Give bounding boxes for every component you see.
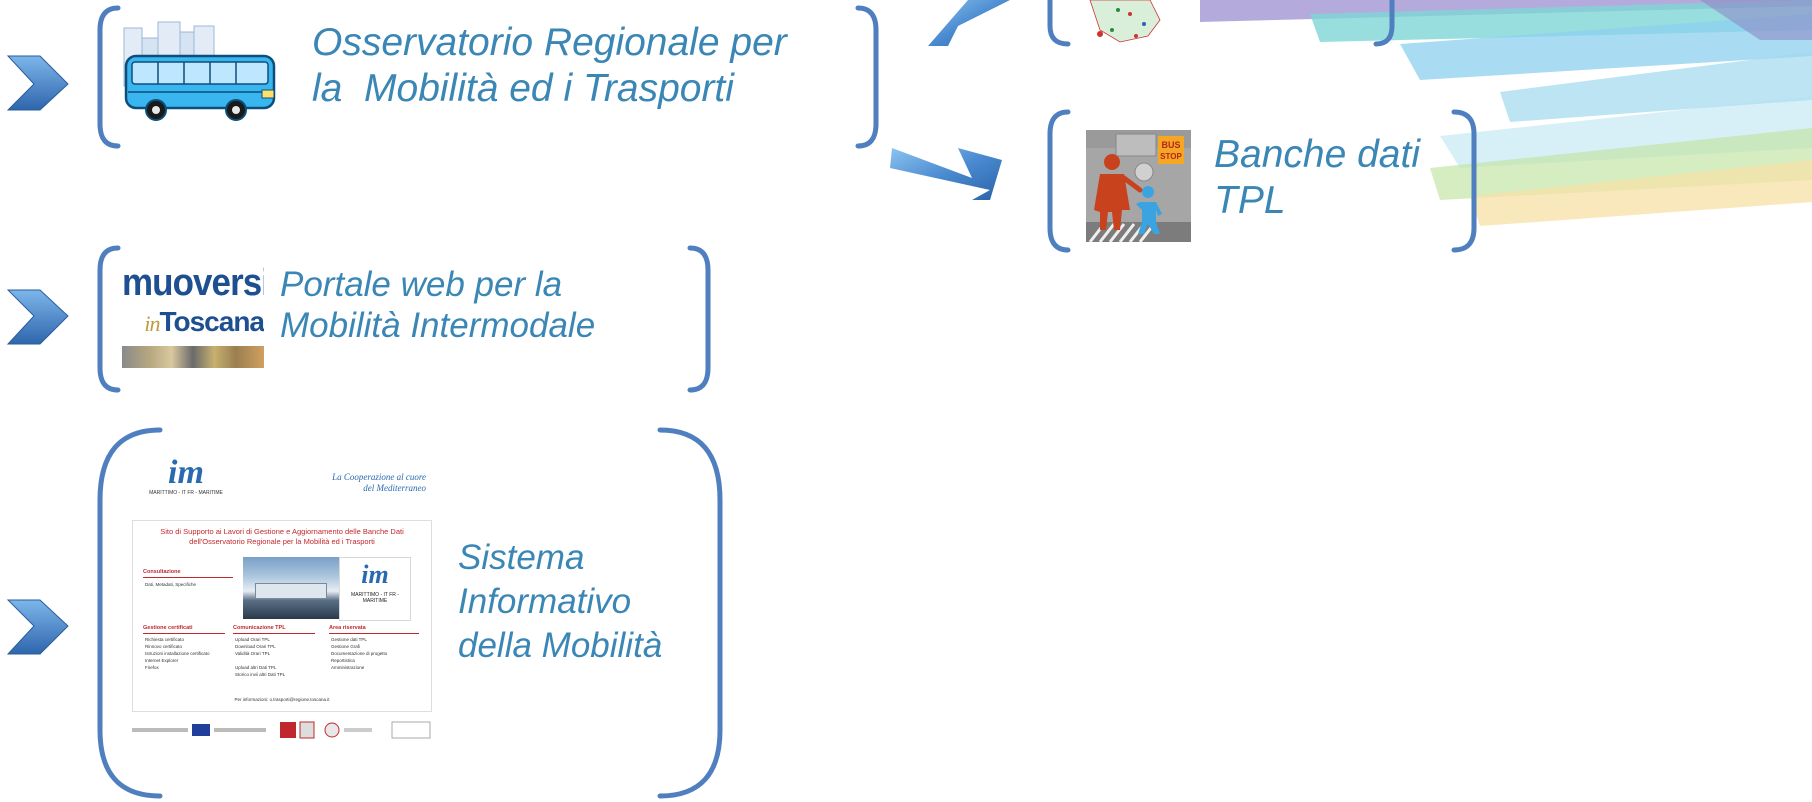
muoversi-logo-word1: muoversi <box>122 262 264 304</box>
muoversi-logo-toscana: Toscana <box>159 306 264 337</box>
section-comunicazione: Comunicazione TPL <box>233 625 286 631</box>
section-riservata: Area riservata <box>329 625 366 631</box>
bus-stop-icon: BUS STOP <box>1086 130 1191 242</box>
section-rule <box>143 633 225 634</box>
svg-text:BUS: BUS <box>1161 140 1180 150</box>
muoversi-logo-prefix: in <box>144 311 160 336</box>
site-panel: Sito di Supporto ai Lavori di Gestione e… <box>132 520 432 712</box>
label-banche-dati-line-1: Banche dati <box>1214 133 1420 176</box>
site-link[interactable]: Reportistica <box>331 658 355 663</box>
label-sistema-line-3: della Mobilità <box>458 626 663 666</box>
label-osservatorio-line-1: Osservatorio Regionale per <box>312 21 787 64</box>
bracket-left-banche <box>1047 109 1071 253</box>
site-title-line-2: dell'Osservatorio Regionale per la Mobil… <box>189 537 375 546</box>
site-link[interactable]: Dati, Metadati, Specifiche <box>145 582 197 587</box>
label-sistema-line-1: Sistema <box>458 538 585 577</box>
site-link[interactable]: Internet Explorer <box>145 658 179 663</box>
site-link[interactable]: Download Orari TPL <box>235 644 276 649</box>
site-link[interactable]: Storico invii altri Dati TPL <box>235 672 286 677</box>
im-logo-sub: MARITTIMO - IT FR - MARITIME <box>149 490 223 496</box>
site-title: Sito di Supporto ai Lavori di Gestione e… <box>133 527 431 547</box>
site-link[interactable]: Upload Orari TPL <box>235 637 270 642</box>
site-tagline-line-1: La Cooperazione al cuore <box>332 472 426 482</box>
im-card-mark: im <box>361 560 389 589</box>
site-tagline-line-2: del Mediterraneo <box>363 483 426 493</box>
bracket-right-osservatorio <box>855 5 879 149</box>
site-link[interactable]: Firefox <box>145 665 159 670</box>
arrow-to-map-icon <box>928 0 1010 46</box>
chevron-sistema-icon <box>6 599 69 655</box>
bracket-right-sistema <box>657 427 723 799</box>
bracket-left-osservatorio <box>97 5 121 149</box>
chevron-osservatorio-icon <box>6 55 69 111</box>
bracket-right-portale <box>687 245 711 393</box>
im-logo: im MARITTIMO - IT FR - MARITIME <box>146 454 226 497</box>
partner-logos <box>132 721 431 739</box>
site-link[interactable]: Gestione dati TPL <box>331 637 367 642</box>
label-osservatorio-line-2: la Mobilità ed i Trasporti <box>312 67 734 111</box>
arrow-to-banche-icon <box>890 148 1002 200</box>
section-rule <box>233 633 315 634</box>
website-screenshot: im MARITTIMO - IT FR - MARITIME La Coope… <box>130 452 434 758</box>
site-tagline: La Cooperazione al cuore del Mediterrane… <box>332 472 426 494</box>
muoversi-logo: muoversi inToscana <box>122 262 264 368</box>
site-link[interactable]: Richiesta certificato <box>145 637 185 642</box>
svg-text:STOP: STOP <box>1160 152 1182 161</box>
bracket-left-portale <box>97 245 121 393</box>
section-rule <box>143 577 233 578</box>
site-link[interactable]: Amministrazione <box>331 665 365 670</box>
site-link[interactable]: Istruzioni installazione certificato <box>145 651 210 656</box>
site-link[interactable]: Gestione Grafi <box>331 644 361 649</box>
label-banche-dati-line-2: TPL <box>1214 179 1286 223</box>
label-sistema-line-2: Informativo <box>458 582 632 622</box>
label-portale: Portale web per la Mobilità Intermodale <box>280 264 595 347</box>
muoversi-logo-word2: inToscana <box>144 306 264 338</box>
label-banche-dati: Banche dati TPL <box>1214 132 1420 224</box>
im-card: im MARITTIMO - IT FR - MARITIME <box>339 557 411 621</box>
label-sistema: Sistema Informativo della Mobilità <box>458 536 662 668</box>
bracket-right-map <box>1373 0 1395 47</box>
train-photo <box>243 557 339 619</box>
section-rule <box>329 633 419 634</box>
site-link[interactable]: Validità Orari TPL <box>235 651 271 656</box>
site-footer: Per informazioni: o.trasporti@regione.to… <box>234 697 330 702</box>
site-link[interactable]: Upload altri Dati TPL <box>235 665 277 670</box>
bracket-left-map <box>1047 0 1071 47</box>
muoversi-logo-photo-strip <box>122 346 264 368</box>
site-link[interactable]: Documentazione di progetto <box>331 651 388 656</box>
label-portale-line-1: Portale web per la <box>280 265 563 304</box>
site-link[interactable]: Rinnovo certificato <box>145 644 183 649</box>
im-logo-mark: im <box>168 454 204 491</box>
label-osservatorio: Osservatorio Regionale per la Mobilità e… <box>312 20 787 112</box>
site-title-line-1: Sito di Supporto ai Lavori di Gestione e… <box>160 527 404 536</box>
section-consultazione: Consultazione <box>143 569 181 575</box>
im-card-sub: MARITTIMO - IT FR - MARITIME <box>351 592 399 604</box>
section-gestione: Gestione certificati <box>143 625 193 631</box>
bracket-left-sistema <box>97 427 163 799</box>
bracket-right-banche <box>1451 109 1477 253</box>
label-portale-line-2: Mobilità Intermodale <box>280 306 596 346</box>
chevron-portale-icon <box>6 289 69 345</box>
